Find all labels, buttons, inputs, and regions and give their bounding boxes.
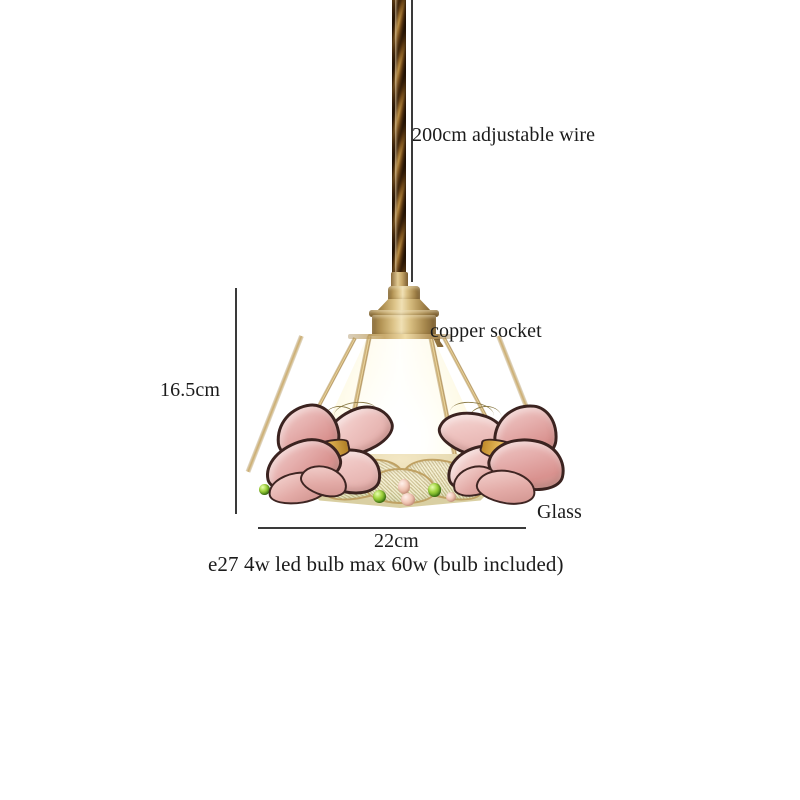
green-glass-bead <box>428 483 441 497</box>
pink-glass-bead <box>401 493 415 506</box>
pink-glass-bead <box>398 479 410 494</box>
glass-label: Glass <box>537 501 582 523</box>
height-dimension-line <box>235 288 237 514</box>
socket-body <box>372 315 436 337</box>
width-label: 22cm <box>374 530 419 552</box>
socket-neck <box>388 286 420 302</box>
green-glass-bead <box>373 490 386 503</box>
wire-dimension-line <box>411 0 413 282</box>
width-dimension-line <box>258 527 526 529</box>
wire-length-label: 200cm adjustable wire <box>412 124 596 146</box>
pendant-cord <box>392 0 406 292</box>
height-label: 16.5cm <box>160 379 221 401</box>
copper-socket-label: copper socket <box>430 320 542 342</box>
green-glass-bead <box>259 484 270 495</box>
socket-cone <box>376 299 432 312</box>
socket-upper-ring <box>369 310 439 317</box>
pink-glass-bead <box>446 492 456 502</box>
shade-top-band <box>348 334 452 339</box>
bulb-spec-label: e27 4w led bulb max 60w (bulb included) <box>208 552 564 576</box>
